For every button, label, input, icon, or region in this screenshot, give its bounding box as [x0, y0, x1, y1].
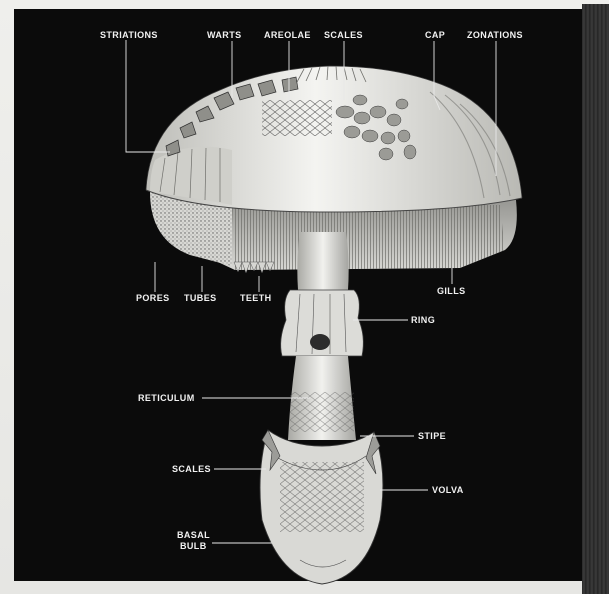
label-bulb-line2: BULB: [180, 541, 207, 551]
label-tubes: TUBES: [184, 293, 217, 303]
label-scales-volva: SCALES: [172, 464, 211, 474]
label-teeth: TEETH: [240, 293, 272, 303]
label-reticulum: RETICULUM: [138, 393, 195, 403]
label-cap: CAP: [425, 30, 445, 40]
label-pores: PORES: [136, 293, 170, 303]
label-ring: RING: [411, 315, 435, 325]
areolae-patch: [262, 100, 332, 136]
label-warts: WARTS: [207, 30, 242, 40]
label-gills: GILLS: [437, 286, 466, 296]
label-striations: STRIATIONS: [100, 30, 158, 40]
label-scales-cap: SCALES: [324, 30, 363, 40]
stipe-upper: [297, 232, 348, 290]
label-stipe: STIPE: [418, 431, 446, 441]
label-zonations: ZONATIONS: [467, 30, 523, 40]
label-areolae: AREOLAE: [264, 30, 311, 40]
mushroom-illustration: [146, 66, 522, 584]
label-basal-line1: BASAL: [177, 530, 210, 540]
label-volva: VOLVA: [432, 485, 464, 495]
